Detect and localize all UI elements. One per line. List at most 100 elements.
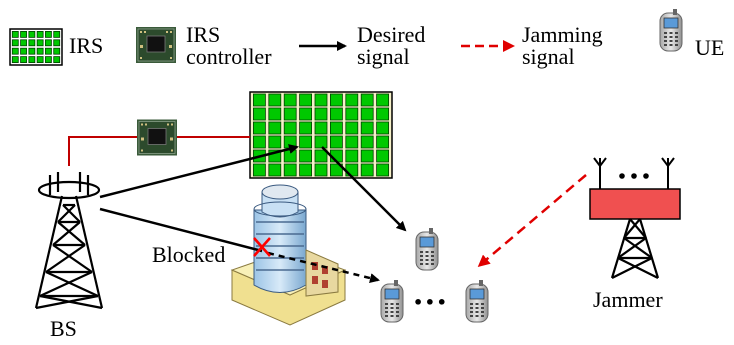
blocked-cross <box>253 237 271 257</box>
irs-element <box>28 47 36 55</box>
irs-element <box>299 149 313 163</box>
irs-element <box>11 56 19 63</box>
irs-element <box>360 135 374 149</box>
irs-element <box>314 163 328 177</box>
irs-element <box>329 93 343 107</box>
irs-element <box>376 163 390 177</box>
jammer-label: Jammer <box>593 287 663 312</box>
jamming-signal <box>477 174 587 267</box>
legend-controller-icon <box>136 27 176 63</box>
irs-element <box>283 135 297 149</box>
irs-element <box>252 93 266 107</box>
irs-element <box>36 30 44 38</box>
irs-element <box>360 163 374 177</box>
irs-element <box>345 121 359 135</box>
irs-element <box>252 163 266 177</box>
irs-panel <box>249 91 393 179</box>
irs-element <box>345 107 359 121</box>
irs-element <box>299 93 313 107</box>
legend-ue-icon <box>659 9 683 52</box>
irs-element <box>329 135 343 149</box>
legend-desired-label-2: signal <box>357 44 410 69</box>
irs-element <box>299 163 313 177</box>
irs-element <box>283 121 297 135</box>
irs-element <box>329 107 343 121</box>
irs-element <box>268 135 282 149</box>
irs-element <box>314 121 328 135</box>
irs-element <box>20 47 27 55</box>
irs-element <box>376 135 390 149</box>
ue-ellipsis: • • • <box>413 293 447 312</box>
legend-jamming-label-2: signal <box>522 44 575 69</box>
irs-element <box>314 107 328 121</box>
desired-signal-irs-to-ue <box>321 146 407 232</box>
irs-element <box>360 107 374 121</box>
irs-element <box>53 30 61 38</box>
legend-desired-label-1: Desired <box>357 22 426 47</box>
irs-element <box>45 39 52 47</box>
irs-element <box>53 47 61 55</box>
irs-element <box>314 135 328 149</box>
irs-element <box>20 30 27 38</box>
irs-element <box>36 39 44 47</box>
irs-element <box>299 121 313 135</box>
irs-element <box>252 107 266 121</box>
irs-element <box>252 135 266 149</box>
irs-element <box>28 39 36 47</box>
irs-element <box>36 47 44 55</box>
irs-element <box>283 107 297 121</box>
irs-element <box>314 149 328 163</box>
irs-element <box>329 121 343 135</box>
irs-element <box>268 93 282 107</box>
irs-element <box>28 56 36 63</box>
irs-element <box>345 93 359 107</box>
ue-left <box>380 280 404 323</box>
irs-element <box>329 163 343 177</box>
irs-element <box>45 30 52 38</box>
irs-element <box>20 39 27 47</box>
ue-right <box>465 280 489 323</box>
irs-element <box>376 121 390 135</box>
irs-element <box>11 39 19 47</box>
irs-element <box>376 107 390 121</box>
legend-ue-label: UE <box>695 35 725 60</box>
irs-element <box>376 93 390 107</box>
irs-element <box>283 163 297 177</box>
desired-signal-bs-to-irs <box>99 144 299 199</box>
irs-element <box>376 149 390 163</box>
blocked-label: Blocked <box>152 242 226 267</box>
irs-element <box>20 56 27 63</box>
irs-element <box>28 30 36 38</box>
blocked-path <box>267 251 380 283</box>
irs-element <box>360 121 374 135</box>
irs-element <box>268 107 282 121</box>
legend-controller-label-2: controller <box>186 44 272 69</box>
irs-element <box>299 135 313 149</box>
jammer <box>589 157 681 279</box>
irs-controller <box>137 119 177 156</box>
legend-irs-icon <box>9 28 63 66</box>
irs-element <box>53 56 61 63</box>
irs-element <box>268 163 282 177</box>
irs-element <box>299 107 313 121</box>
irs-element <box>360 93 374 107</box>
irs-element <box>11 30 19 38</box>
irs-element <box>36 56 44 63</box>
bs-tower <box>34 172 104 310</box>
legend-jamming-label-1: Jamming <box>522 22 603 47</box>
irs-element <box>345 149 359 163</box>
irs-element <box>268 121 282 135</box>
irs-element <box>283 93 297 107</box>
ue-top <box>415 228 439 271</box>
irs-element <box>11 47 19 55</box>
controller-link-bs <box>68 136 137 166</box>
irs-element <box>345 135 359 149</box>
bs-label: BS <box>50 316 77 341</box>
legend-irs-label: IRS <box>69 33 104 58</box>
irs-element <box>45 56 52 63</box>
legend-controller-label-1: IRS <box>186 22 221 47</box>
irs-element <box>283 149 297 163</box>
direct-signal-bs-to-building <box>99 207 263 253</box>
irs-element <box>45 47 52 55</box>
